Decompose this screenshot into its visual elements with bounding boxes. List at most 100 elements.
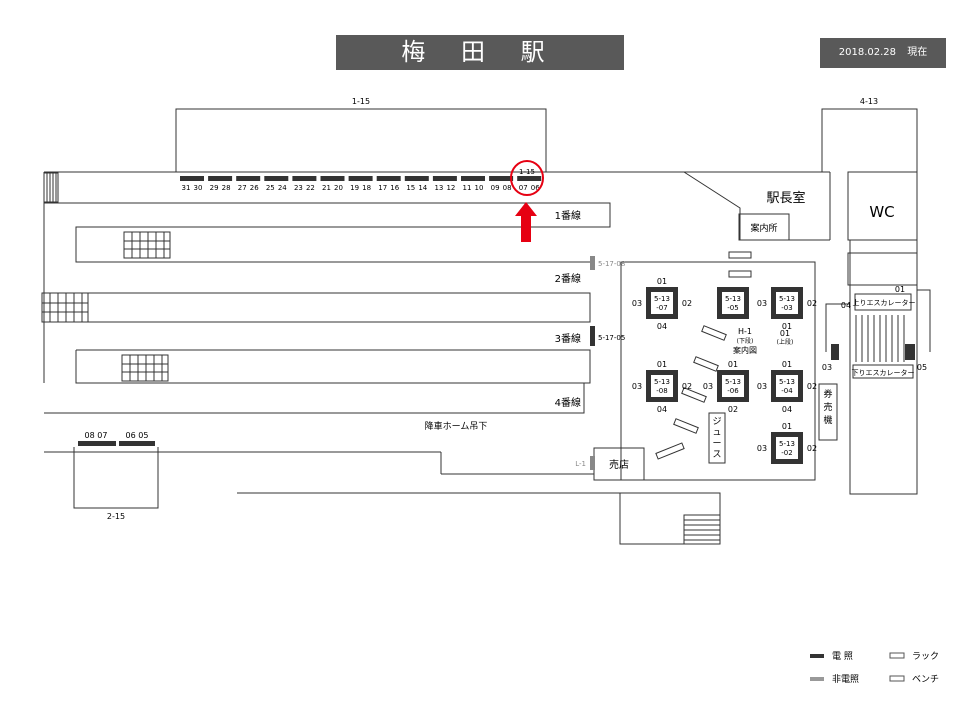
pillar-id-bottom-5-13-07: -07 (656, 304, 667, 312)
ad-l1 (590, 456, 595, 470)
top-ad-num-09: 09 (491, 184, 500, 192)
top-ad-num-30: 30 (194, 184, 203, 192)
pillar-face-right-5-13-04: 02 (807, 382, 817, 391)
top-ad-07-06 (517, 176, 542, 181)
guide-map-01: 01 (780, 329, 790, 338)
guide-map-upper: (上段) (777, 338, 794, 346)
escalator-up-label: 上りエスカレーター (853, 298, 916, 307)
juice-label: ジュース (712, 417, 721, 460)
top-ad-num-06: 06 (531, 184, 540, 192)
ad-pillar-0817 (590, 256, 595, 270)
top-ad-19-18 (348, 176, 373, 181)
red-arrow-icon (515, 202, 537, 242)
top-ad-num-20: 20 (334, 184, 343, 192)
legend-unlit-swatch (810, 677, 824, 681)
top-ad-num-31: 31 (182, 184, 191, 192)
pillar-id-top-5-13-04: 5-13 (779, 378, 795, 386)
left-panel-label: 2-15 (107, 512, 125, 521)
pillar-face-top-5-13-02: 01 (782, 422, 792, 431)
esc-ad-05 (905, 344, 915, 360)
escalator-steps (855, 315, 905, 362)
pillar-id-bottom-5-13-04: -04 (781, 387, 793, 395)
legend-rack-label: ラック (912, 651, 939, 662)
pillar-face-bottom-5-13-03: 01 (782, 322, 792, 331)
pillar-id-top-5-13-03: 5-13 (779, 295, 795, 303)
descent-label: 降車ホーム吊下 (425, 420, 488, 432)
top-ad-num-27: 27 (238, 184, 247, 192)
top-ad-num-14: 14 (418, 184, 427, 192)
pillar-id-top-5-13-07: 5-13 (654, 295, 670, 303)
top-ad-num-24: 24 (278, 184, 287, 192)
pillar-face-bottom-5-13-07: 04 (657, 322, 667, 331)
ad-left-2 (119, 441, 155, 446)
legend-bench-label: ベンチ (912, 674, 939, 685)
pillar-face-5-13-08 (651, 375, 673, 397)
pillar-face-5-13-05 (722, 292, 744, 314)
highlight-label: 1-15 (519, 168, 535, 176)
pillar-face-left-5-13-06: 03 (703, 382, 713, 391)
highlight-circle (510, 160, 544, 196)
top-ad-21-20 (320, 176, 345, 181)
page-title: 梅 田 駅 (336, 35, 624, 70)
esc-num-03: 03 (822, 363, 832, 372)
esc-up-box (854, 293, 912, 311)
pillar-face-left-5-13-02: 03 (757, 444, 767, 453)
top-ad-num-29: 29 (210, 184, 219, 192)
legend-lit-swatch (810, 654, 824, 658)
top-ad-11-10 (461, 176, 485, 181)
top-ad-num-07: 07 (519, 184, 528, 192)
top-ad-row (180, 176, 542, 181)
escalator-down-label: 下りエスカレーター (852, 368, 915, 377)
top-ad-num-19: 19 (350, 184, 359, 192)
top-ad-num-26: 26 (250, 184, 259, 192)
platform-4-label: 4番線 (555, 396, 581, 409)
esc-num-05: 05 (917, 363, 927, 372)
platform-3-label: 3番線 (555, 332, 581, 345)
pillar-face-bottom-5-13-08: 04 (657, 405, 667, 414)
pillar-face-right-5-13-02: 02 (807, 444, 817, 453)
pillar-face-top-5-13-04: 01 (782, 360, 792, 369)
shop-label: 売店 (609, 458, 629, 471)
esc-num-01: 01 (895, 285, 905, 294)
pillar-face-top-5-13-06: 01 (728, 360, 738, 369)
guide-map-lower: (下段) (737, 337, 754, 345)
left-num-08-07: 08 07 (85, 431, 108, 440)
info-label: 案内所 (750, 222, 777, 234)
pillar-id-top-5-13-08: 5-13 (654, 378, 670, 386)
pillar-face-left-5-13-04: 03 (757, 382, 767, 391)
top-ad-num-21: 21 (322, 184, 331, 192)
top-ad-17-16 (376, 176, 401, 181)
pillar-face-5-13-03 (776, 292, 798, 314)
date-text: 2018.02.28 (838, 47, 897, 58)
legend-bench-swatch (889, 675, 905, 682)
ticket-label: 券売機 (823, 388, 832, 426)
pillar-face-top-5-13-07: 01 (657, 277, 667, 286)
pillar-face-right-5-13-07: 02 (682, 299, 692, 308)
station-master-label: 駅長室 (766, 190, 805, 206)
pillar-id-top-5-13-02: 5-13 (779, 440, 795, 448)
stairs-platform1 (123, 231, 171, 259)
l1-label: L-1 (575, 460, 586, 468)
esc-num-04: 04 (841, 301, 851, 310)
esc-ad-03 (831, 344, 839, 360)
pillar-id-top-5-13-05: 5-13 (725, 295, 741, 303)
pillar-face-right-5-13-03: 02 (807, 299, 817, 308)
top-ad-num-13: 13 (434, 184, 443, 192)
pillar-face-top-5-13-08: 01 (657, 360, 667, 369)
pillar-face-5-13-04 (776, 375, 798, 397)
platform-1-label: 1番線 (555, 209, 581, 222)
pillar-face-5-13-06 (722, 375, 744, 397)
legend-rack-swatch (889, 652, 905, 659)
legend-lit-label: 電 照 (832, 651, 853, 662)
left-num-06-05: 06 05 (126, 431, 149, 440)
top-panel-label: 1-15 (352, 97, 370, 106)
top-ad-num-10: 10 (475, 184, 484, 192)
pillar-face-5-13-07 (651, 292, 673, 314)
pillar-face-left-5-13-03: 03 (757, 299, 767, 308)
pillar-id-top-5-13-06: 5-13 (725, 378, 741, 386)
pillar-id-bottom-5-13-05: -05 (727, 304, 738, 312)
top-ad-29-28 (208, 176, 233, 181)
top-ad-23-22 (292, 176, 317, 181)
